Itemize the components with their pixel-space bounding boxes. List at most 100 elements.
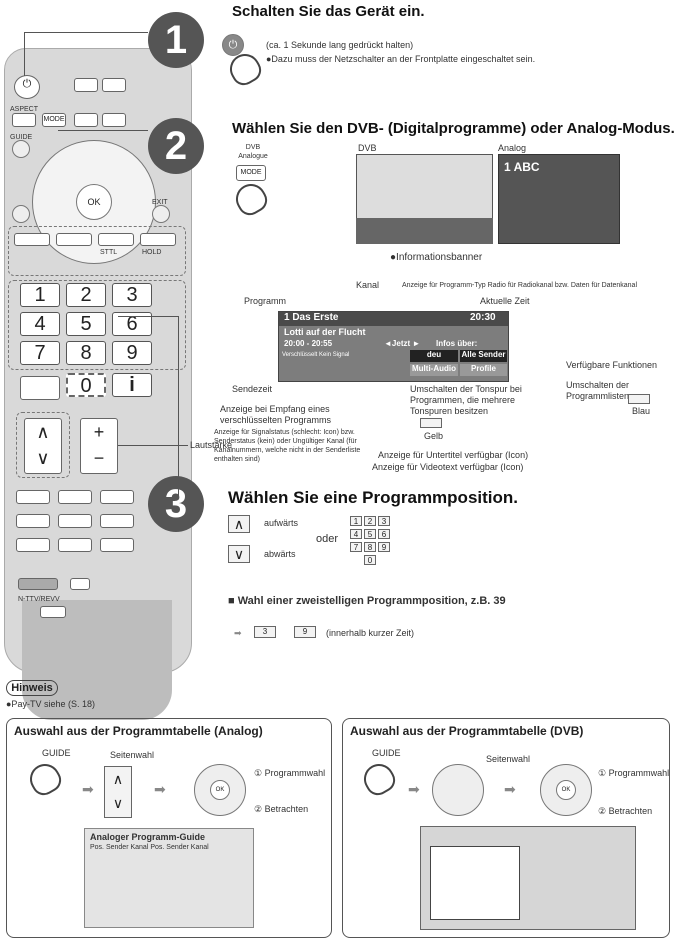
- guide-analog-view: ② Betrachten: [254, 804, 309, 814]
- remote-row3-key2[interactable]: [58, 538, 92, 552]
- num-key-0[interactable]: 0: [66, 373, 106, 397]
- verschluesselt-label: Anzeige bei Empfang eines verschlüsselte…: [220, 404, 332, 425]
- guide-label: GUIDE: [10, 134, 33, 141]
- digit-key-2: 2: [364, 516, 376, 526]
- hand-press-icon-2: [230, 178, 272, 220]
- arrow-icon: ➡: [234, 628, 242, 638]
- guide-dvb-title: Auswahl aus der Programmtabelle (DVB): [350, 724, 584, 738]
- hinweis-title: Hinweis: [6, 680, 58, 696]
- num-key-7[interactable]: 7: [20, 341, 60, 365]
- digit-key-9: 9: [378, 542, 390, 552]
- exit-button[interactable]: [152, 205, 170, 223]
- remote-key-a[interactable]: [74, 78, 98, 92]
- volume-label: Lautstärke: [190, 440, 233, 450]
- green-key[interactable]: [56, 233, 92, 246]
- aspect-button[interactable]: [12, 113, 36, 127]
- remote-lower-key3[interactable]: [40, 606, 66, 618]
- seq-key-9: 9: [294, 626, 316, 638]
- remote-row2-key1[interactable]: [16, 514, 50, 528]
- ok-button[interactable]: OK: [76, 184, 112, 220]
- mode-button[interactable]: MODE: [42, 113, 66, 127]
- videotext-label: Anzeige für Videotext verfügbar (Icon): [372, 462, 524, 472]
- guide-analog-box: [6, 718, 332, 938]
- num-key-9[interactable]: 9: [112, 341, 152, 365]
- aspect-label: ASPECT: [10, 106, 39, 113]
- programm-label: Programm: [244, 296, 287, 306]
- num-key-5[interactable]: 5: [66, 312, 106, 336]
- step-1-title: Schalten Sie das Gerät ein.: [232, 3, 425, 20]
- digit-key-3: 3: [378, 516, 390, 526]
- digit-key-0: 0: [364, 555, 376, 565]
- blue-key[interactable]: [140, 233, 176, 246]
- num-key-2[interactable]: 2: [66, 283, 106, 307]
- remote-lower-key2[interactable]: [70, 578, 90, 590]
- banner-now-nav[interactable]: ◄Jetzt ►: [384, 339, 421, 348]
- num-key-3[interactable]: 3: [112, 283, 152, 307]
- sendezeit-label: Sendezeit: [232, 384, 273, 394]
- step-3-leader-h: [118, 316, 178, 317]
- remote-row1-key3[interactable]: [100, 490, 134, 504]
- nav-ring-icon-2: [432, 764, 484, 816]
- banner-slot: 20:00 - 20:55: [284, 339, 333, 348]
- remote-row1-key2[interactable]: [58, 490, 92, 504]
- step-3-leader-v: [178, 316, 179, 496]
- banner-channel: 1 Das Erste: [284, 312, 339, 323]
- channel-rocker[interactable]: ∧∨: [24, 418, 62, 474]
- two-digit-heading: ■ Wahl einer zweistelligen Programmposit…: [228, 595, 506, 607]
- step-1-leader-v: [24, 32, 25, 76]
- num-key-4[interactable]: 4: [20, 312, 60, 336]
- remote-lower-key1[interactable]: [18, 578, 58, 590]
- guide-dvb-key-label: GUIDE: [372, 748, 401, 758]
- mode-key-illustration: MODE: [236, 165, 266, 181]
- yellow-key[interactable]: [98, 233, 134, 246]
- ok-icon-2: OK: [556, 780, 576, 800]
- remote-key-back[interactable]: [20, 376, 60, 400]
- banner-multi-audio[interactable]: Multi-Audio: [410, 364, 458, 376]
- guide-dvb-view: ② Betrachten: [598, 806, 653, 816]
- guide-analog-seiten: Seitenwahl: [110, 750, 155, 760]
- remote-row3-key1[interactable]: [16, 538, 50, 552]
- step-1-hint: (ca. 1 Sekunde lang gedrückt halten): [266, 40, 414, 50]
- num-key-1[interactable]: 1: [20, 283, 60, 307]
- banner-top-row: [279, 312, 508, 326]
- option-button[interactable]: [12, 205, 30, 223]
- guide-dvb-box: [342, 718, 670, 938]
- color-keys-group: [8, 226, 186, 276]
- remote-base: [22, 600, 172, 720]
- channel-up-icon: ∧: [36, 422, 50, 442]
- blue-key-icon: [628, 394, 650, 404]
- seq-key-3: 3: [254, 626, 276, 638]
- remote-key-b[interactable]: [102, 78, 126, 92]
- power-button[interactable]: ⏻: [14, 75, 40, 99]
- analog-guide-table: [84, 828, 254, 928]
- remote-row2-key3[interactable]: [100, 514, 134, 528]
- remote-key-d[interactable]: [102, 113, 126, 127]
- hinweis-text: ●Pay-TV siehe (S. 18): [6, 699, 95, 709]
- seq-note: (innerhalb kurzer Zeit): [326, 628, 415, 638]
- num-key-8[interactable]: 8: [66, 341, 106, 365]
- nav-label: N-TTV/REVV: [18, 596, 60, 603]
- step-1-note: ●Dazu muss der Netzschalter an der Front…: [266, 54, 536, 64]
- banner-profile[interactable]: Profile: [460, 364, 507, 376]
- volume-rocker[interactable]: +−: [80, 418, 118, 474]
- arrow-down-key: ∨: [228, 545, 250, 563]
- step-1-badge: 1: [148, 12, 204, 68]
- arrow-icon-2: ➡: [82, 781, 94, 797]
- remote-row2-key2[interactable]: [58, 514, 92, 528]
- guide-dvb-seiten: Seitenwahl: [486, 754, 531, 764]
- arrow-icon-5: ➡: [504, 781, 516, 797]
- remote-key-c[interactable]: [74, 113, 98, 127]
- arrow-icon-4: ➡: [408, 781, 420, 797]
- red-key[interactable]: [14, 233, 50, 246]
- channel-group: [16, 412, 70, 478]
- step-2-title: Wählen Sie den DVB- (Digitalprogramme) o…: [232, 120, 675, 137]
- banner-lang[interactable]: deu: [410, 350, 458, 362]
- guide-button[interactable]: [12, 140, 30, 158]
- digit-key-4: 4: [350, 529, 362, 539]
- remote-row3-key3[interactable]: [100, 538, 134, 552]
- volume-minus-icon: −: [93, 448, 105, 468]
- info-button[interactable]: i: [112, 373, 152, 397]
- remote-row1-key1[interactable]: [16, 490, 50, 504]
- banner-all-channels[interactable]: Alle Sender: [460, 350, 507, 362]
